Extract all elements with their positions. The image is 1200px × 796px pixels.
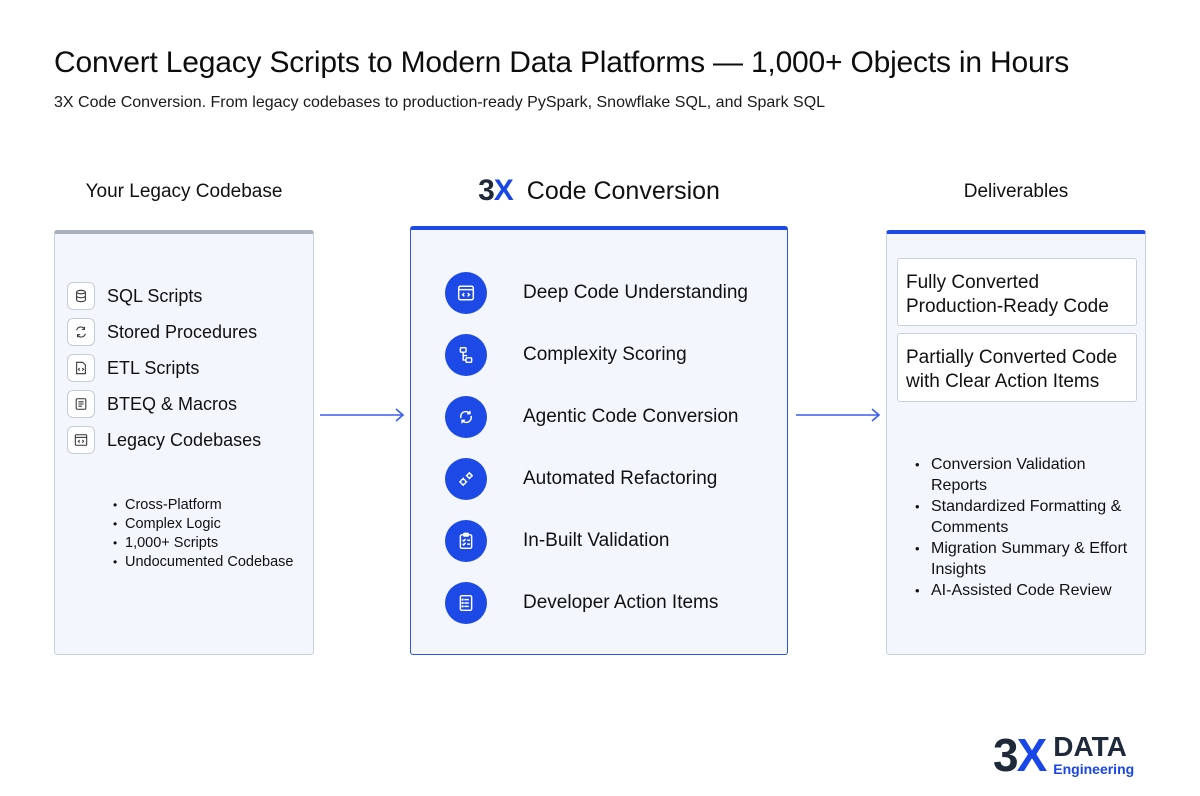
list-item: Standardized Formatting & Comments: [915, 496, 1137, 538]
legacy-item-etl-scripts: ETL Scripts: [67, 350, 261, 386]
deliverables-list: Conversion Validation Reports Standardiz…: [915, 454, 1137, 601]
deliverable-fully-converted: Fully Converted Production-Ready Code: [897, 258, 1137, 326]
document-lines-icon: [67, 390, 95, 418]
conversion-heading: 3X Code Conversion: [410, 174, 788, 208]
legacy-item-label: BTEQ & Macros: [107, 393, 238, 414]
legacy-item-stored-procedures: Stored Procedures: [67, 314, 261, 350]
legacy-item-bteq-macros: BTEQ & Macros: [67, 386, 261, 422]
legacy-list: SQL Scripts Stored Procedures ETL Script…: [67, 278, 261, 458]
step-automated-refactoring: Automated Refactoring: [445, 448, 748, 510]
list-item: Conversion Validation Reports: [915, 454, 1137, 496]
arrow-right-icon: [320, 408, 405, 422]
brand-mark: 3X: [478, 174, 514, 207]
gears-icon: [445, 458, 487, 500]
legacy-item-label: Legacy Codebases: [107, 429, 262, 450]
list-item: Complex Logic: [113, 515, 293, 534]
deliverable-partially-converted: Partially Converted Code with Clear Acti…: [897, 333, 1137, 402]
list-item: 1,000+ Scripts: [113, 534, 293, 553]
deliverables-heading: Deliverables: [963, 181, 1069, 202]
step-agentic-code-conversion: Agentic Code Conversion: [445, 386, 748, 448]
step-label: Automated Refactoring: [523, 468, 718, 489]
logo-wordmark: DATA Engineering: [1053, 731, 1135, 778]
logo-sub: Engineering: [1053, 761, 1135, 777]
legacy-traits-list: Cross-Platform Complex Logic 1,000+ Scri…: [113, 496, 293, 572]
legacy-panel: SQL Scripts Stored Procedures ETL Script…: [54, 230, 314, 655]
arrow-right-icon: [796, 408, 881, 422]
hierarchy-icon: [445, 334, 487, 376]
code-file-icon: [67, 354, 95, 382]
legacy-item-legacy-codebases: Legacy Codebases: [67, 422, 261, 458]
list-item: AI-Assisted Code Review: [915, 580, 1137, 601]
logo-word: DATA: [1053, 731, 1127, 762]
step-label: Agentic Code Conversion: [523, 406, 739, 427]
list-item: Migration Summary & Effort Insights: [915, 538, 1137, 580]
step-deep-code-understanding: Deep Code Understanding: [445, 262, 748, 324]
code-window-icon: [67, 426, 95, 454]
page-title: Convert Legacy Scripts to Modern Data Pl…: [54, 46, 1070, 79]
list-item: Undocumented Codebase: [113, 553, 293, 572]
step-label: Complexity Scoring: [523, 344, 687, 365]
legacy-item-label: SQL Scripts: [107, 285, 203, 306]
step-developer-action-items: Developer Action Items: [445, 572, 748, 634]
cycle-icon: [445, 396, 487, 438]
conversion-heading-label: Code Conversion: [526, 176, 720, 205]
company-logo: 3X DATA Engineering: [993, 732, 1134, 778]
list-document-icon: [445, 582, 487, 624]
clipboard-check-icon: [445, 520, 487, 562]
step-in-built-validation: In-Built Validation: [445, 510, 748, 572]
list-item: Cross-Platform: [113, 496, 293, 515]
legacy-heading: Your Legacy Codebase: [85, 181, 283, 202]
step-complexity-scoring: Complexity Scoring: [445, 324, 748, 386]
code-window-icon: [445, 272, 487, 314]
page-subtitle: 3X Code Conversion. From legacy codebase…: [54, 94, 826, 111]
legacy-item-label: Stored Procedures: [107, 321, 258, 342]
database-icon: [67, 282, 95, 310]
refresh-icon: [67, 318, 95, 346]
step-label: In-Built Validation: [523, 530, 670, 551]
step-label: Deep Code Understanding: [523, 282, 748, 303]
logo-mark: 3X: [993, 729, 1047, 781]
conversion-steps: Deep Code Understanding Complexity Scori…: [445, 262, 748, 634]
deliverables-panel: Fully Converted Production-Ready Code Pa…: [886, 230, 1146, 655]
legacy-item-label: ETL Scripts: [107, 357, 200, 378]
step-label: Developer Action Items: [523, 592, 719, 613]
legacy-item-sql-scripts: SQL Scripts: [67, 278, 261, 314]
conversion-panel: Deep Code Understanding Complexity Scori…: [410, 226, 788, 655]
